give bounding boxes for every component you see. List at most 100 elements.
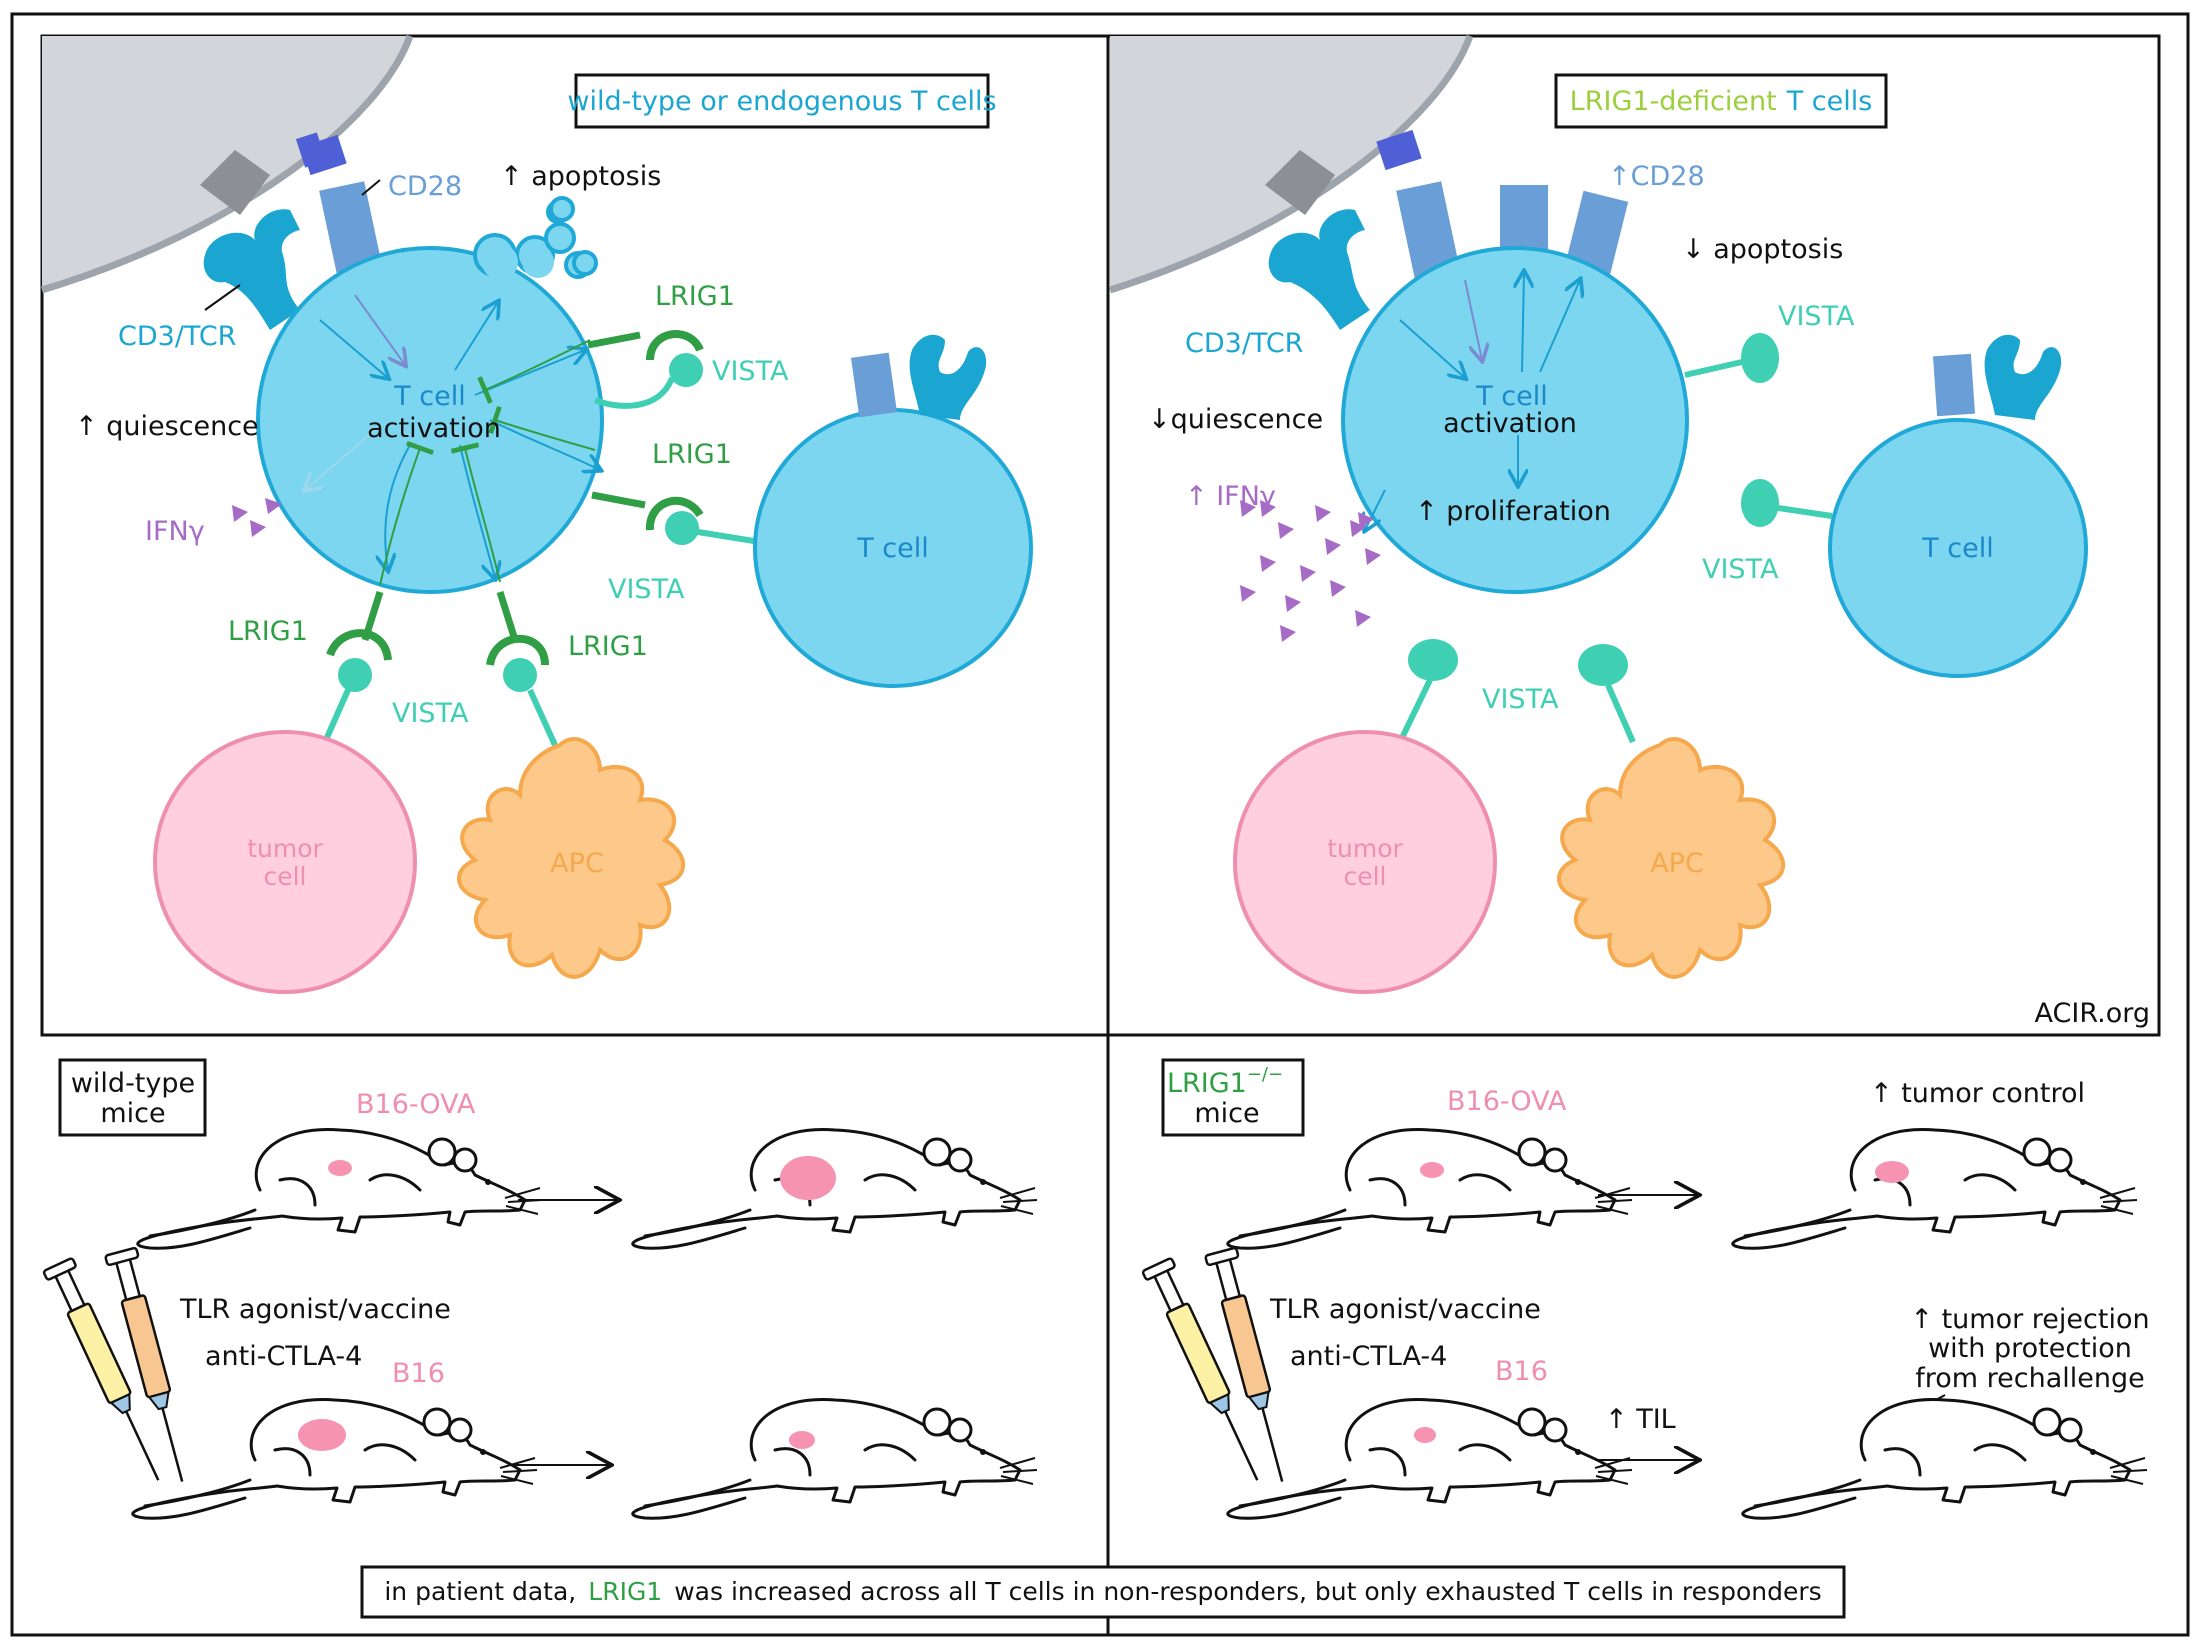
footer-part2: was increased across all T cells in non-… xyxy=(674,1577,1821,1606)
t-cell-main-label-right: T cell xyxy=(1475,381,1548,412)
tumor-wt-3 xyxy=(298,1419,346,1451)
t-cell-right-label: T cell xyxy=(856,533,929,564)
lrig1-mice-box xyxy=(1161,1058,1305,1137)
title-right-lrig: LRIG1-deficient xyxy=(1570,86,1777,117)
tumor-control-label: ↑ tumor control xyxy=(1870,1078,2085,1109)
syringes-ko xyxy=(1140,1246,1299,1489)
lrig1-label-b: LRIG1 xyxy=(652,439,732,470)
top-right-diagram xyxy=(1108,34,2088,994)
vista-label-b: VISTA xyxy=(608,574,685,605)
title-right-t: T cells xyxy=(1786,86,1873,117)
lrig1-label-a: LRIG1 xyxy=(655,281,735,312)
ko-box-lrig: LRIG1 xyxy=(1167,1068,1247,1099)
ko-box-line1: LRIG1−/− xyxy=(1167,1064,1283,1099)
cd28-receptor xyxy=(319,181,383,279)
tumor-label-right-1: tumor xyxy=(1327,834,1403,863)
cd28-label-right: ↑CD28 xyxy=(1608,161,1705,192)
tumor-ko-2 xyxy=(1875,1161,1909,1183)
footer-part1: in patient data, xyxy=(384,1577,576,1606)
cd3tcr-label-right: CD3/TCR xyxy=(1185,328,1303,359)
tumor-label-2: cell xyxy=(263,862,306,891)
tlr-label-right: TLR agonist/vaccine xyxy=(1269,1294,1541,1325)
t-cell-main-label: T cell xyxy=(393,381,466,412)
t-cell-right-label-b: T cell xyxy=(1921,533,1994,564)
quiescence-label: ↑ quiescence xyxy=(75,411,259,442)
proliferation-label: ↑ proliferation xyxy=(1415,496,1611,527)
mouse-wt-4 xyxy=(631,1398,1039,1520)
b16-label-right: B16 xyxy=(1495,1356,1548,1387)
mhc-molecule xyxy=(200,150,270,215)
apc-label-left: APC xyxy=(550,848,604,879)
apc-label-right: APC xyxy=(1650,848,1704,879)
tumor-wt-2 xyxy=(780,1156,836,1200)
mouse-ko-4 xyxy=(1741,1398,2149,1520)
tumor-ko-3 xyxy=(1414,1427,1436,1443)
mouse-ko-1 xyxy=(1226,1128,1634,1250)
title-box-right xyxy=(1554,73,1888,129)
tumor-label-1: tumor xyxy=(247,834,323,863)
apoptosis-label: ↑ apoptosis xyxy=(500,161,661,192)
activation-label: activation xyxy=(367,413,501,444)
rejection-line2: with protection xyxy=(1928,1333,2132,1364)
ko-box-sup: −/− xyxy=(1247,1064,1283,1085)
main-t-cell-right xyxy=(1341,246,1689,594)
ifn-molecules-right xyxy=(1240,500,1381,642)
wt-box-line2: mice xyxy=(100,1098,165,1129)
b16ova-label-right: B16-OVA xyxy=(1447,1086,1567,1117)
main-t-cell xyxy=(256,246,604,594)
ifn-label-right: ↑ IFNγ xyxy=(1185,481,1276,512)
vista-label-right-c: VISTA xyxy=(1482,684,1559,715)
mouse-wt-2 xyxy=(631,1128,1039,1250)
tumor-wt-1 xyxy=(328,1160,352,1176)
tumor-label-right-2: cell xyxy=(1343,862,1386,891)
ctla4-label-left: anti-CTLA-4 xyxy=(205,1341,362,1372)
right-t-cell-b xyxy=(1828,418,2088,678)
figure-frame xyxy=(10,12,2190,1637)
tcr-receptor xyxy=(203,209,300,330)
cd28-label: CD28 xyxy=(388,171,462,202)
lrig1-label-d: LRIG1 xyxy=(568,631,648,662)
tumor-ko-1 xyxy=(1420,1162,1444,1178)
b16ova-label-left: B16-OVA xyxy=(356,1089,476,1120)
mouse-wt-3 xyxy=(131,1398,539,1520)
vista-label-c: VISTA xyxy=(392,698,469,729)
mouse-ko-2 xyxy=(1731,1128,2139,1250)
ifn-molecules-left xyxy=(232,498,282,537)
wt-box-line1: wild-type xyxy=(71,1068,195,1099)
apoptosis-label-right: ↓ apoptosis xyxy=(1682,234,1843,265)
rejection-line1: ↑ tumor rejection xyxy=(1910,1304,2149,1335)
ko-box-line2: mice xyxy=(1194,1098,1259,1129)
vista-label-right-b: VISTA xyxy=(1702,554,1779,585)
cd28-receptor-right xyxy=(1396,181,1460,279)
quiescence-label-right: ↓quiescence xyxy=(1148,404,1323,435)
tumor-cell-right xyxy=(1233,730,1497,994)
tlr-label-left: TLR agonist/vaccine xyxy=(179,1294,451,1325)
footer-lrig1: LRIG1 xyxy=(588,1577,662,1606)
wild-type-mice-box xyxy=(58,1058,207,1137)
footer-text: in patient data, LRIG1 was increased acros… xyxy=(384,1577,1821,1606)
credit-label: ACIR.org xyxy=(2035,998,2150,1029)
lrig1-label-c: LRIG1 xyxy=(228,616,308,647)
apc-cell-left xyxy=(457,737,686,979)
tumor-wt-4 xyxy=(789,1431,815,1449)
activation-label-right: activation xyxy=(1443,408,1577,439)
mouse-wt-1 xyxy=(136,1128,544,1250)
cd3tcr-label: CD3/TCR xyxy=(118,321,236,352)
top-left-diagram xyxy=(40,34,1033,994)
title-left: wild-type or endogenous T cells xyxy=(567,86,996,117)
b16-label-left: B16 xyxy=(392,1358,445,1389)
title-box-left xyxy=(574,73,990,129)
til-label: ↑ TIL xyxy=(1605,1404,1676,1435)
vista-label-right-a: VISTA xyxy=(1778,301,1855,332)
apc-cell-right xyxy=(1557,737,1786,979)
mouse-ko-3 xyxy=(1226,1398,1634,1520)
syringes-wt xyxy=(41,1246,199,1489)
tumor-cell-left xyxy=(153,730,417,994)
ifn-label: IFNγ xyxy=(145,516,205,547)
rejection-line3: from rechallenge xyxy=(1915,1363,2145,1394)
ctla4-label-right: anti-CTLA-4 xyxy=(1290,1341,1447,1372)
title-right: LRIG1-deficient T cells xyxy=(1570,86,1873,117)
footer-box xyxy=(360,1565,1846,1619)
vista-label-a: VISTA xyxy=(712,356,789,387)
